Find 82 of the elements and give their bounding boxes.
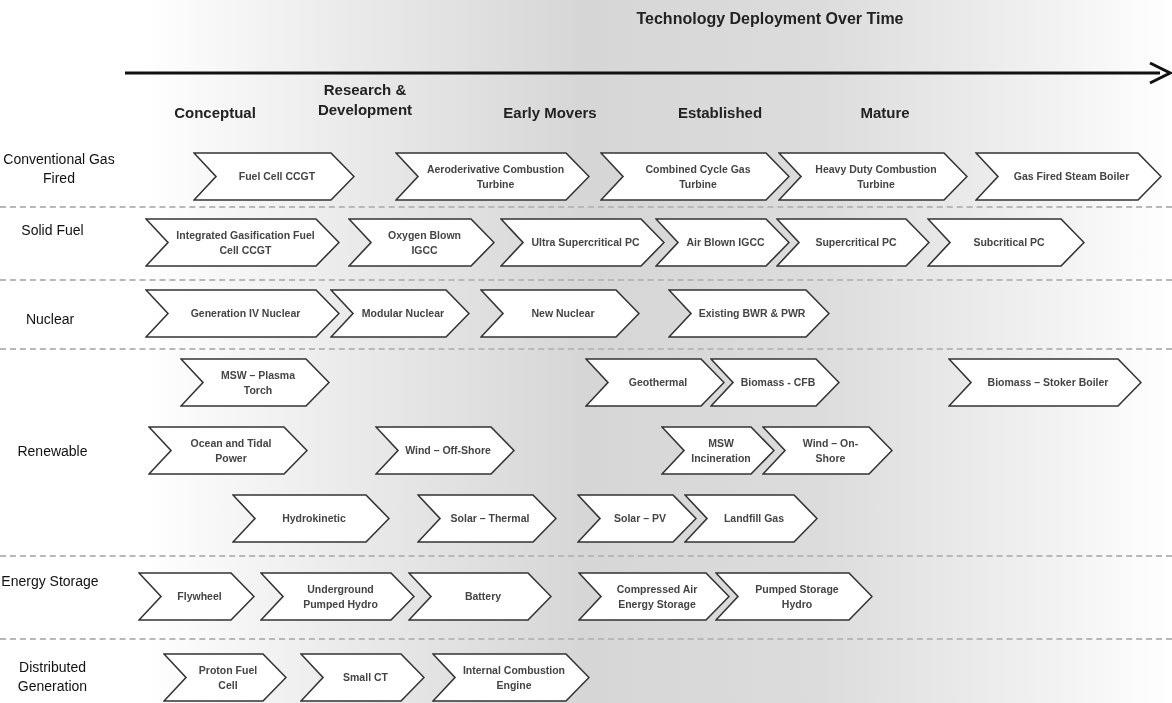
step-label: Ultra Supercritical PC [530, 235, 641, 251]
chevron-step [668, 289, 830, 338]
chevron-step [776, 218, 930, 267]
stage-heading: Mature [859, 103, 911, 123]
category-label: Renewable [16, 442, 89, 461]
chevron-step [655, 218, 790, 267]
chevron-step [163, 653, 287, 702]
step-label: Heavy Duty Combustion Turbine [814, 162, 938, 192]
step-label: Fuel Cell CCGT [237, 169, 317, 185]
stage-heading: Established [676, 103, 764, 123]
step-label: Internal Combustion Engine [461, 663, 567, 693]
chevron-step [260, 572, 415, 621]
step-label: New Nuclear [530, 306, 596, 322]
chevron-step [145, 289, 340, 338]
chart-title: Technology Deployment Over Time [635, 10, 905, 28]
step-label: Biomass - CFB [739, 375, 817, 391]
category-label: Conventional Gas Fired [2, 150, 116, 188]
chevron-step [138, 572, 255, 621]
step-label: Ocean and Tidal Power [189, 436, 273, 466]
step-label: Hydrokinetic [281, 511, 347, 527]
step-label: MSW – Plasma Torch [219, 368, 297, 398]
chevron-step [585, 358, 725, 407]
chevron-step [577, 494, 697, 543]
stage-heading: Early Movers [502, 103, 598, 123]
category-label: Energy Storage [0, 572, 100, 591]
step-label: Flywheel [176, 589, 223, 605]
step-label: Subcritical PC [972, 235, 1046, 251]
chevron-step [500, 218, 665, 267]
step-label: Existing BWR & PWR [697, 306, 807, 322]
chevron-step [432, 653, 590, 702]
step-label: Battery [463, 589, 503, 605]
chevron-step [300, 653, 425, 702]
category-label: Distributed Generation [16, 658, 89, 696]
step-label: Gas Fired Steam Boiler [1012, 169, 1131, 185]
chevron-step [778, 152, 968, 201]
chevron-step [180, 358, 330, 407]
step-label: Modular Nuclear [360, 306, 446, 322]
step-label: Landfill Gas [722, 511, 786, 527]
step-label: Underground Pumped Hydro [302, 582, 379, 612]
stage-heading: Research & Development [316, 80, 414, 121]
step-label: Solar – Thermal [449, 511, 531, 527]
chevron-step [661, 426, 775, 475]
category-label: Nuclear [24, 310, 76, 329]
step-label: Pumped Storage Hydro [754, 582, 840, 612]
step-label: Solar – PV [613, 511, 667, 527]
chevron-step [927, 218, 1085, 267]
step-label: Supercritical PC [814, 235, 898, 251]
step-label: Integrated Gasification Fuel Cell CCGT [175, 228, 316, 258]
step-label: Generation IV Nuclear [189, 306, 302, 322]
step-label: Biomass – Stoker Boiler [986, 375, 1110, 391]
chevron-step [417, 494, 557, 543]
stage-heading: Conceptual [173, 103, 257, 123]
chevron-step [684, 494, 818, 543]
step-label: Proton Fuel Cell [197, 663, 259, 693]
step-label: Air Blown IGCC [685, 235, 766, 251]
chevron-step [408, 572, 552, 621]
chevron-step [193, 152, 355, 201]
step-label: Compressed Air Energy Storage [615, 582, 699, 612]
chevron-step [710, 358, 840, 407]
step-label: MSW Incineration [690, 436, 752, 466]
chevron-step [395, 152, 590, 201]
chevron-step [145, 218, 340, 267]
chevron-step [348, 218, 495, 267]
chevron-step [975, 152, 1162, 201]
step-label: Small CT [342, 670, 389, 686]
chevron-step [578, 572, 730, 621]
chevron-step [948, 358, 1142, 407]
chevron-step [375, 426, 515, 475]
category-label: Solid Fuel [20, 221, 85, 240]
chevron-step [330, 289, 470, 338]
step-label: Aeroderivative Combustion Turbine [425, 162, 566, 192]
step-label: Geothermal [627, 375, 689, 391]
chevron-step [148, 426, 308, 475]
chevron-step [715, 572, 873, 621]
chevron-step [480, 289, 640, 338]
chevron-step [600, 152, 790, 201]
chevron-step [762, 426, 893, 475]
step-label: Combined Cycle Gas Turbine [644, 162, 752, 192]
chevron-step [232, 494, 390, 543]
step-label: Wind – Off-Shore [404, 443, 492, 459]
step-label: Oxygen Blown IGCC [387, 228, 462, 258]
step-label: Wind – On-Shore [801, 436, 860, 466]
